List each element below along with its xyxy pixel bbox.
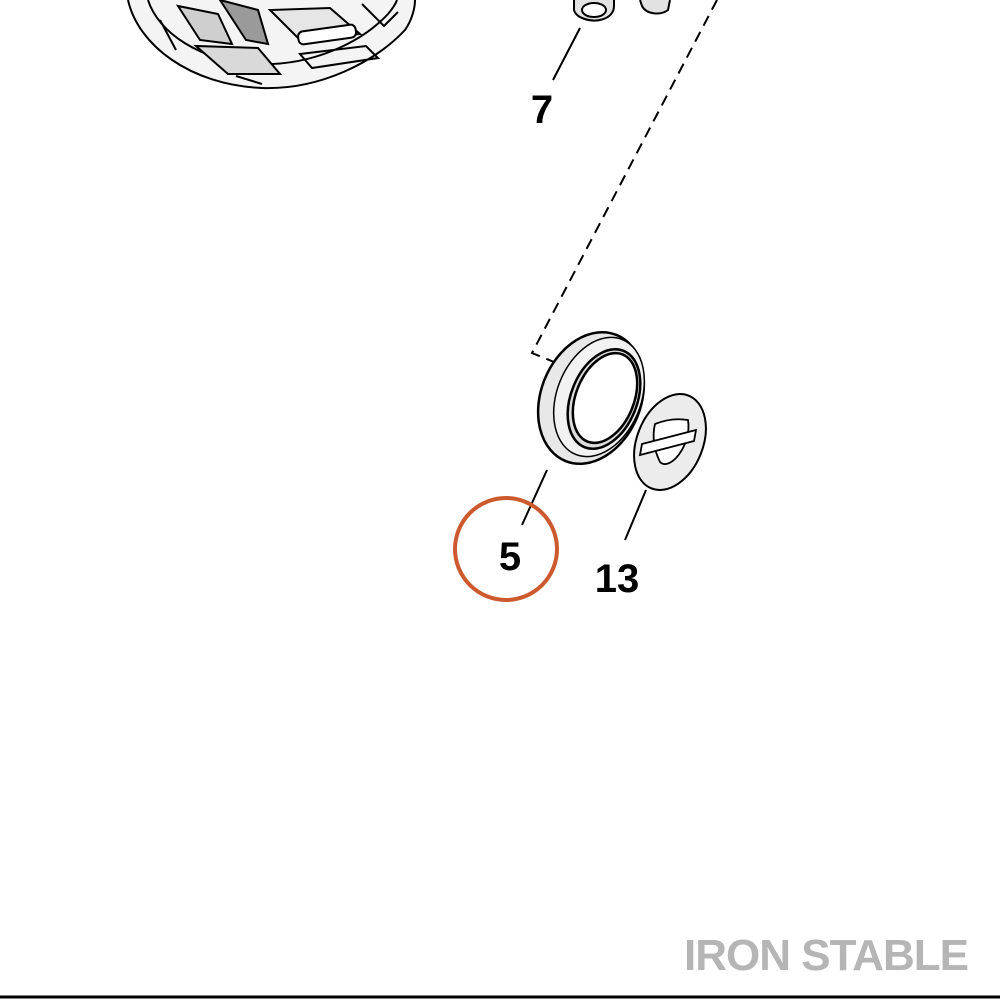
medallion-insert-illustration — [633, 393, 707, 491]
callout-part-5[interactable]: 5 — [499, 535, 521, 579]
highlight-circle — [453, 496, 559, 602]
leader-line-part-13 — [624, 489, 647, 541]
bar-and-shield-logo-icon — [638, 418, 698, 465]
leader-line-part-5 — [521, 469, 548, 526]
watermark: IRON STABLE — [684, 931, 968, 980]
callout-part-7[interactable]: 7 — [531, 88, 553, 132]
axle-nut-illustration — [573, 0, 671, 22]
callout-part-13[interactable]: 13 — [595, 557, 640, 601]
bearing-cover-illustration — [536, 330, 646, 466]
wheel-hub-illustration — [127, 0, 416, 90]
leader-line-part-7 — [552, 27, 581, 81]
assembly-dashed-line — [530, 0, 718, 363]
